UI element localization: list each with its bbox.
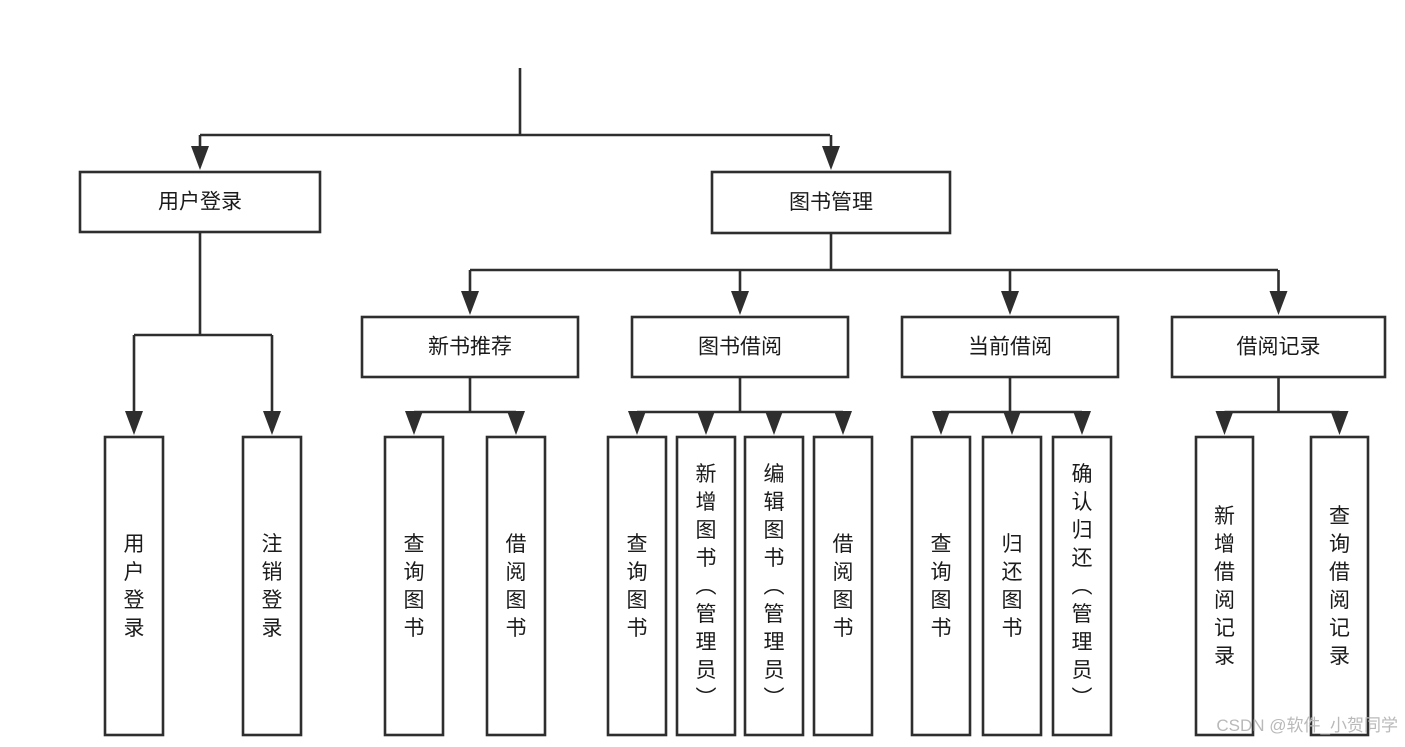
- node-leaf-2-2-label: 确认归还︵管理员︶: [1072, 463, 1093, 710]
- node-leaf-2-0-label: 查询图书: [931, 533, 952, 640]
- node-leaf-2-1-label: 归还图书: [1002, 533, 1023, 640]
- node-leaf-0-1-box[interactable]: [485, 435, 547, 737]
- node-leaf-1-1[interactable]: 新增图书︵管理员︶: [675, 435, 737, 737]
- arrow-head-icon: [731, 291, 749, 315]
- connector-layer: [125, 68, 1349, 435]
- node-leaf-2-2[interactable]: 确认归还︵管理员︶: [1051, 435, 1113, 737]
- node-leaf-0-0-label: 查询图书: [404, 533, 425, 640]
- arrow-head-icon: [125, 411, 143, 435]
- node-leaf-login-1-box[interactable]: [241, 435, 303, 737]
- arrow-head-icon: [628, 411, 646, 435]
- node-level2-1-box[interactable]: [710, 170, 952, 235]
- arrow-head-icon: [932, 411, 950, 435]
- node-level3-3-label: 借阅记录: [1237, 336, 1321, 359]
- arrow-head-icon: [1003, 411, 1021, 435]
- node-leaf-2-0[interactable]: 查询图书: [910, 435, 972, 737]
- arrow-head-icon: [834, 411, 852, 435]
- arrow-head-icon: [191, 146, 209, 170]
- arrow-head-icon: [507, 411, 525, 435]
- node-leaf-login-0-box[interactable]: [103, 435, 165, 737]
- node-leaf-0-1[interactable]: 借阅图书: [485, 435, 547, 737]
- node-level3-0[interactable]: 新书推荐: [360, 315, 580, 379]
- node-leaf-3-0-box[interactable]: [1194, 435, 1255, 737]
- node-leaf-1-1-label: 新增图书︵管理员︶: [696, 463, 717, 710]
- arrow-head-icon: [697, 411, 715, 435]
- node-leaf-2-0-box[interactable]: [910, 435, 972, 737]
- node-leaf-1-0-label: 查询图书: [627, 533, 648, 640]
- csdn-watermark: CSDN @软件_小贺同学: [1216, 716, 1398, 735]
- node-level2-1[interactable]: 图书管理: [710, 170, 952, 235]
- node-level2-0-label: 用户登录: [158, 191, 242, 214]
- node-leaf-login-1[interactable]: 注销登录: [241, 435, 303, 737]
- node-level3-0-label: 新书推荐: [428, 336, 512, 359]
- node-leaf-2-1-box[interactable]: [981, 435, 1043, 737]
- arrow-head-icon: [765, 411, 783, 435]
- arrow-head-icon: [1215, 411, 1234, 435]
- node-level2-1-label: 图书管理: [789, 191, 873, 214]
- node-level3-2-label: 当前借阅: [968, 336, 1052, 359]
- node-level3-2-box[interactable]: [900, 315, 1120, 379]
- node-leaf-1-2-box[interactable]: [743, 435, 805, 737]
- node-leaf-2-2-box[interactable]: [1051, 435, 1113, 737]
- node-level2-0[interactable]: 用户登录: [78, 170, 322, 234]
- arrow-head-icon: [405, 411, 423, 435]
- arrow-head-icon: [1330, 411, 1349, 435]
- node-level2-0-box[interactable]: [78, 170, 322, 234]
- node-level3-1-label: 图书借阅: [698, 336, 782, 359]
- node-leaf-login-0-label: 用户登录: [124, 533, 145, 640]
- node-leaf-3-0[interactable]: 新增借阅记录: [1194, 435, 1255, 737]
- node-leaf-1-3-box[interactable]: [812, 435, 874, 737]
- arrow-head-icon: [1073, 411, 1091, 435]
- node-layer: 用户登录图书管理用户登录注销登录新书推荐查询图书借阅图书图书借阅查询图书新增图书…: [78, 170, 1387, 737]
- node-level3-3[interactable]: 借阅记录: [1170, 315, 1387, 379]
- arrow-head-icon: [263, 411, 281, 435]
- node-leaf-1-1-box[interactable]: [675, 435, 737, 737]
- node-leaf-0-1-label: 借阅图书: [506, 533, 527, 640]
- arrow-head-icon: [461, 291, 479, 315]
- node-leaf-1-2[interactable]: 编辑图书︵管理员︶: [743, 435, 805, 737]
- node-leaf-1-0[interactable]: 查询图书: [606, 435, 668, 737]
- node-level3-3-box[interactable]: [1170, 315, 1387, 379]
- node-leaf-0-0[interactable]: 查询图书: [383, 435, 445, 737]
- node-leaf-login-1-label: 注销登录: [262, 533, 283, 640]
- node-level3-0-box[interactable]: [360, 315, 580, 379]
- node-leaf-2-1[interactable]: 归还图书: [981, 435, 1043, 737]
- node-level3-1[interactable]: 图书借阅: [630, 315, 850, 379]
- node-leaf-login-0[interactable]: 用户登录: [103, 435, 165, 737]
- node-leaf-3-1[interactable]: 查询借阅记录: [1309, 435, 1370, 737]
- arrow-head-icon: [1269, 291, 1288, 315]
- node-leaf-3-1-box[interactable]: [1309, 435, 1370, 737]
- node-level3-1-box[interactable]: [630, 315, 850, 379]
- arrow-head-icon: [1001, 291, 1019, 315]
- node-leaf-1-0-box[interactable]: [606, 435, 668, 737]
- node-leaf-0-0-box[interactable]: [383, 435, 445, 737]
- node-leaf-1-3[interactable]: 借阅图书: [812, 435, 874, 737]
- node-level3-2[interactable]: 当前借阅: [900, 315, 1120, 379]
- arrow-head-icon: [822, 146, 840, 170]
- node-leaf-3-0-label: 新增借阅记录: [1214, 505, 1235, 668]
- node-leaf-1-2-label: 编辑图书︵管理员︶: [764, 463, 785, 710]
- node-leaf-1-3-label: 借阅图书: [833, 533, 854, 640]
- node-leaf-3-1-label: 查询借阅记录: [1329, 505, 1350, 668]
